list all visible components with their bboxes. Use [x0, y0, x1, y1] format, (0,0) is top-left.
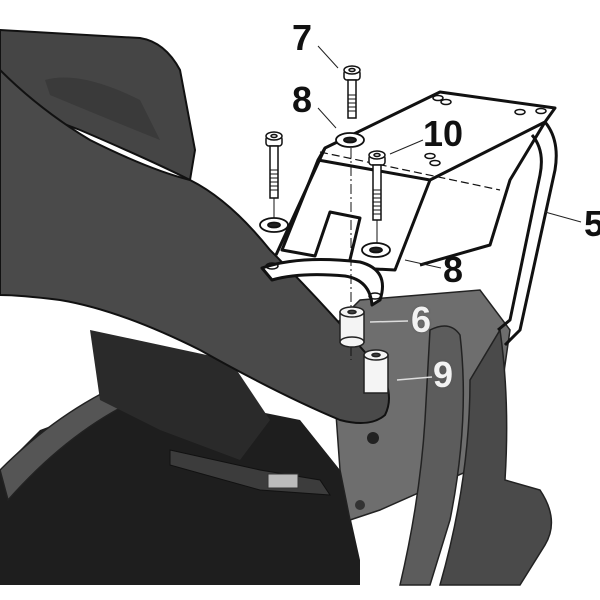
callout-7: 7 [292, 17, 313, 58]
callout-6: 6 [411, 299, 432, 340]
leader-lines [317, 45, 582, 381]
motorcycle-body [0, 289, 553, 586]
callout-5: 5 [584, 203, 600, 244]
bolt-left [265, 131, 283, 220]
callout-8-top: 8 [292, 79, 313, 120]
washers [259, 132, 391, 258]
callout-10: 10 [423, 113, 464, 154]
spacer-9 [363, 349, 389, 394]
bolts [265, 65, 386, 245]
spacers [339, 306, 389, 394]
washer-top [335, 132, 365, 148]
spacer-6 [339, 306, 365, 348]
bolt-7 [343, 65, 361, 119]
callout-8-bottom: 8 [443, 249, 464, 290]
washer-left [259, 217, 289, 233]
washer-right [361, 242, 391, 258]
callout-9: 9 [433, 354, 454, 395]
seat [0, 28, 390, 425]
bolt-10 [368, 150, 386, 245]
